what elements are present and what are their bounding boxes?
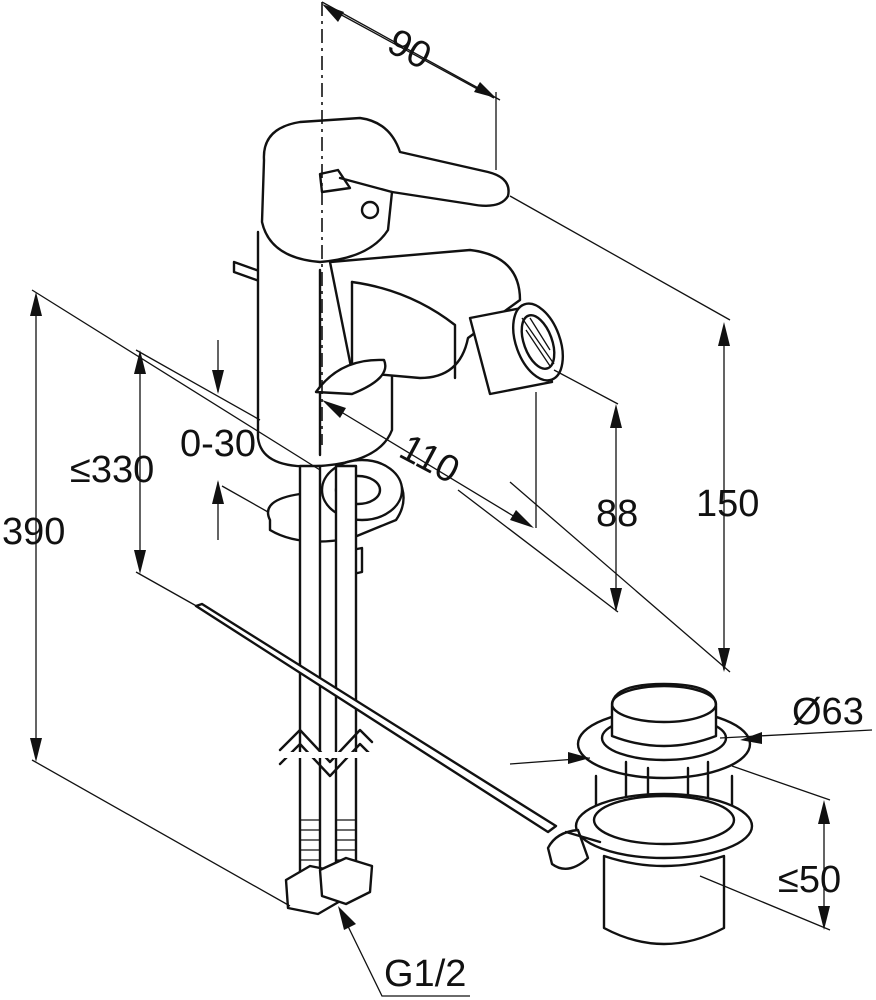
popup-waste (546, 682, 754, 946)
dim-150: 150 (696, 483, 759, 525)
faucet-body (194, 116, 564, 916)
dim-0-30: 0-30 (180, 423, 256, 465)
dim-110: 110 (393, 427, 466, 493)
dim-max-50: ≤50 (778, 859, 841, 901)
dimension-labels: 90 110 88 150 0-30 ≤330 390 Ø63 ≤50 G1/2 (2, 21, 864, 995)
dim-max-330: ≤330 (70, 449, 154, 491)
dimension-lines (30, 1, 873, 997)
dim-diameter-63: Ø63 (792, 691, 864, 733)
dim-g-half: G1/2 (384, 953, 466, 995)
dim-90: 90 (381, 21, 438, 78)
dim-88: 88 (596, 493, 638, 535)
dim-390: 390 (2, 511, 65, 553)
